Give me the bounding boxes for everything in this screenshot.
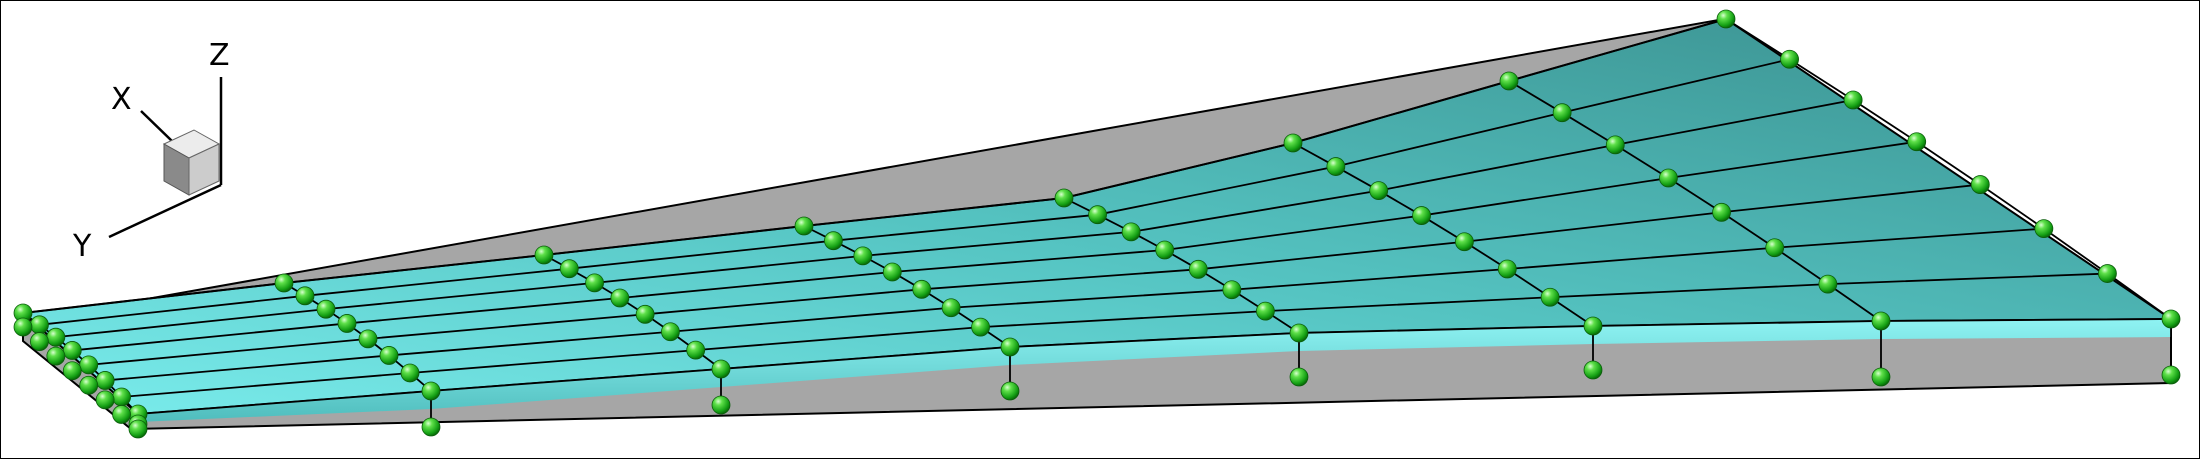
control-point-sphere[interactable] bbox=[274, 273, 294, 293]
control-point-sphere[interactable] bbox=[1497, 259, 1517, 279]
control-point-sphere[interactable] bbox=[1369, 181, 1389, 200]
spanwise-grid-line bbox=[137, 318, 2172, 415]
control-point-sphere[interactable] bbox=[1155, 240, 1175, 260]
control-point-sphere[interactable] bbox=[95, 390, 115, 410]
control-point-sphere[interactable] bbox=[971, 317, 990, 337]
spanwise-grid-line bbox=[39, 58, 1790, 326]
control-point-sphere[interactable] bbox=[1412, 206, 1431, 225]
control-point-sphere[interactable] bbox=[1712, 202, 1731, 222]
trailing-edge-band bbox=[138, 319, 2171, 422]
control-point-sphere[interactable] bbox=[559, 259, 579, 279]
y-axis-label: Y bbox=[72, 229, 92, 264]
control-point-sphere[interactable] bbox=[2161, 365, 2181, 385]
control-point-sphere[interactable] bbox=[1780, 49, 1799, 69]
control-point-sphere[interactable] bbox=[1659, 168, 1678, 188]
control-point-sphere[interactable] bbox=[337, 314, 357, 333]
control-point-sphere[interactable] bbox=[46, 346, 66, 366]
spanwise-grid-line bbox=[22, 18, 1727, 314]
control-point-sphere[interactable] bbox=[1605, 135, 1625, 155]
control-point-sphere[interactable] bbox=[1583, 316, 1603, 336]
control-point-sphere[interactable] bbox=[1222, 280, 1242, 300]
control-point-sphere[interactable] bbox=[1583, 360, 1603, 380]
control-point-sphere[interactable] bbox=[1289, 367, 1309, 387]
control-point-sphere[interactable] bbox=[79, 375, 99, 395]
control-point-sphere[interactable] bbox=[853, 246, 873, 266]
control-point-sphere[interactable] bbox=[62, 361, 82, 381]
control-point-sphere[interactable] bbox=[1871, 367, 1891, 387]
control-point-sphere[interactable] bbox=[1289, 323, 1309, 343]
chordwise-grid-line bbox=[1725, 18, 2172, 320]
control-point-sphere[interactable] bbox=[711, 359, 731, 379]
spanwise-grid-line bbox=[88, 183, 1981, 366]
spanwise-grid-line bbox=[121, 272, 2108, 398]
control-point-sphere[interactable] bbox=[661, 322, 680, 342]
control-point-sphere[interactable] bbox=[128, 419, 148, 439]
control-point-sphere[interactable] bbox=[1188, 259, 1208, 279]
control-point-sphere[interactable] bbox=[635, 304, 655, 324]
control-point-sphere[interactable] bbox=[79, 355, 99, 375]
control-point-sphere[interactable] bbox=[610, 288, 630, 308]
control-point-sphere[interactable] bbox=[1716, 9, 1736, 29]
control-point-sphere[interactable] bbox=[941, 298, 961, 318]
control-point-sphere[interactable] bbox=[1121, 222, 1141, 242]
control-point-sphere[interactable] bbox=[1540, 287, 1560, 307]
axes-triad: Z X Y bbox=[72, 38, 230, 264]
control-point-sphere[interactable] bbox=[1970, 175, 1990, 194]
control-point-sphere[interactable] bbox=[358, 329, 378, 349]
control-point-sphere[interactable] bbox=[1000, 381, 1020, 401]
chordwise-grid-line bbox=[1508, 80, 1882, 322]
control-point-sphere[interactable] bbox=[1326, 157, 1346, 176]
control-point-sphere[interactable] bbox=[2161, 309, 2181, 329]
control-point-sphere[interactable] bbox=[794, 216, 814, 236]
control-point-sphere[interactable] bbox=[95, 371, 115, 390]
x-axis-label: X bbox=[111, 82, 132, 117]
control-point-sphere[interactable] bbox=[1000, 337, 1020, 357]
control-point-sphere[interactable] bbox=[1552, 103, 1572, 123]
control-point-sphere[interactable] bbox=[30, 315, 49, 335]
control-point-sphere[interactable] bbox=[882, 262, 902, 282]
y-axis-line bbox=[108, 183, 222, 239]
control-point-sphere[interactable] bbox=[46, 327, 66, 347]
control-point-sphere[interactable] bbox=[316, 299, 336, 319]
x-axis-line bbox=[140, 110, 174, 143]
control-point-sphere[interactable] bbox=[295, 286, 315, 306]
control-point-sphere[interactable] bbox=[30, 332, 49, 351]
control-point-sphere[interactable] bbox=[1765, 238, 1785, 258]
axes-cube-icon bbox=[162, 129, 221, 196]
control-point-sphere[interactable] bbox=[824, 231, 843, 251]
control-point-sphere[interactable] bbox=[711, 395, 731, 415]
control-point-sphere[interactable] bbox=[62, 341, 82, 360]
z-axis-label: Z bbox=[209, 38, 230, 73]
control-point-sphere[interactable] bbox=[912, 279, 932, 299]
spanwise-grid-line bbox=[55, 99, 1854, 339]
spanwise-grid-line bbox=[105, 227, 2044, 382]
control-point-sphere[interactable] bbox=[421, 417, 441, 437]
control-point-sphere[interactable] bbox=[1088, 205, 1107, 225]
control-point-sphere[interactable] bbox=[1283, 133, 1303, 153]
control-point-sphere[interactable] bbox=[379, 346, 399, 365]
control-point-sphere[interactable] bbox=[1843, 90, 1863, 110]
control-point-sphere[interactable] bbox=[686, 340, 706, 360]
control-point-sphere[interactable] bbox=[1054, 188, 1074, 208]
control-point-sphere[interactable] bbox=[2098, 264, 2117, 283]
spanwise-grid-line bbox=[72, 140, 1917, 352]
control-points[interactable] bbox=[13, 9, 2181, 439]
control-point-sphere[interactable] bbox=[2034, 219, 2054, 238]
control-point-sphere[interactable] bbox=[112, 405, 131, 424]
control-point-sphere[interactable] bbox=[13, 317, 33, 337]
control-point-sphere[interactable] bbox=[1907, 132, 1927, 152]
control-point-sphere[interactable] bbox=[421, 381, 441, 401]
control-point-sphere[interactable] bbox=[534, 245, 554, 265]
control-point-sphere[interactable] bbox=[1499, 71, 1519, 91]
control-point-sphere[interactable] bbox=[1256, 301, 1275, 321]
control-point-sphere[interactable] bbox=[585, 273, 604, 293]
control-point-sphere[interactable] bbox=[400, 363, 420, 383]
control-point-sphere[interactable] bbox=[1818, 274, 1838, 294]
control-point-sphere[interactable] bbox=[1455, 232, 1474, 252]
control-point-sphere[interactable] bbox=[1871, 311, 1891, 331]
control-point-sphere[interactable] bbox=[112, 387, 131, 407]
